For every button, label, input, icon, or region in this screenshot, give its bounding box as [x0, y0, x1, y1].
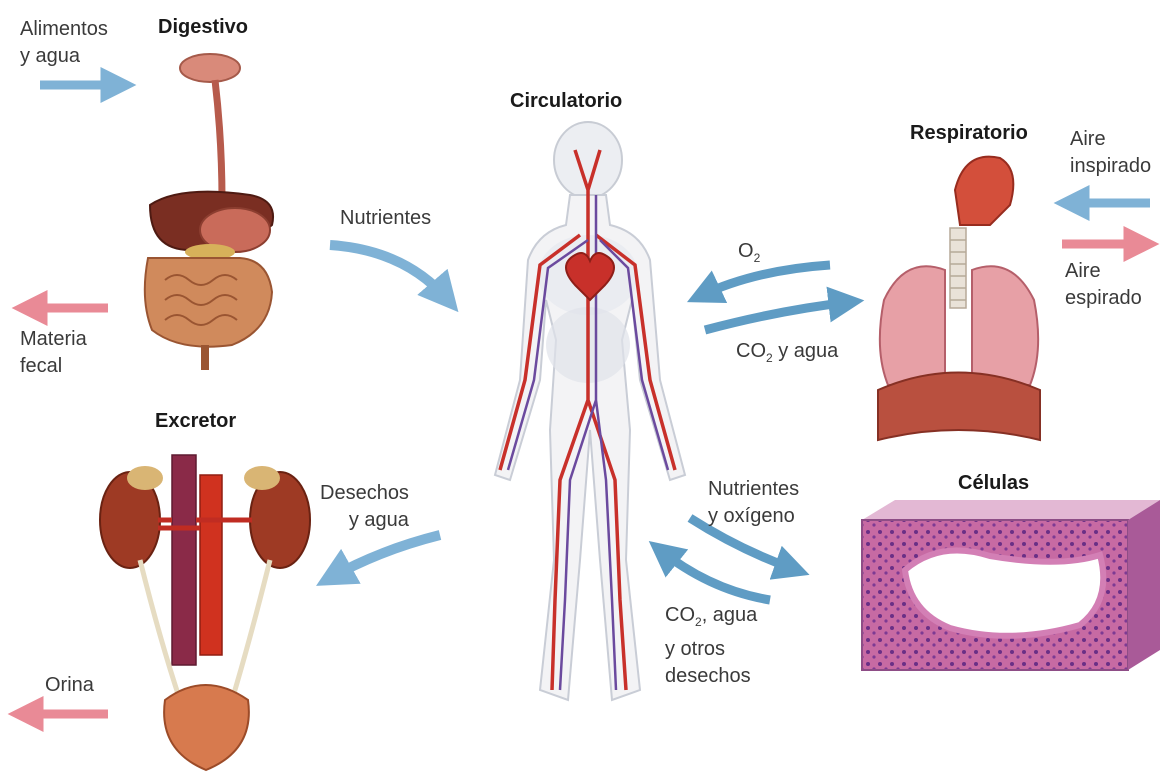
mouth-shape — [180, 54, 240, 82]
cell-waste-sub: 2 — [695, 615, 702, 629]
food-label: Alimentos y agua — [20, 16, 108, 70]
feces-label: Materia fecal — [20, 326, 87, 380]
excretory-system-illustration — [100, 455, 310, 770]
cells-illustration — [862, 500, 1160, 670]
food-label-line1: Alimentos — [20, 16, 108, 43]
air-out-line2: espirado — [1065, 285, 1142, 312]
respiratorio-title: Respiratorio — [910, 122, 1028, 145]
celulas-title: Células — [958, 472, 1029, 495]
esophagus-shape — [215, 80, 222, 200]
nasal-cavity-shape — [955, 157, 1013, 225]
tissue-top-face — [862, 500, 1160, 520]
cell-waste-rest: , agua — [702, 604, 758, 626]
o2-label-main: O — [738, 240, 754, 262]
air-in-label: Aire inspirado — [1070, 126, 1151, 180]
circulatorio-title: Circulatorio — [510, 90, 622, 113]
aorta-shape — [200, 475, 222, 655]
air-in-line1: Aire — [1070, 126, 1151, 153]
vena-cava-shape — [172, 455, 196, 665]
o2-label-sub: 2 — [754, 251, 761, 265]
co2-water-label: CO2 y agua — [736, 338, 838, 372]
o2-label: O2 — [738, 238, 760, 272]
right-lung-shape — [972, 266, 1038, 385]
co2-label-main: CO — [736, 340, 766, 362]
waste-label: Desechos y agua — [320, 480, 409, 534]
digestivo-title: Digestivo — [158, 16, 248, 39]
o2-arrow — [700, 265, 830, 296]
waste-label-line1: Desechos — [320, 480, 409, 507]
feces-label-line2: fecal — [20, 353, 87, 380]
feces-label-line1: Materia — [20, 326, 87, 353]
cell-waste-line1: CO2, agua — [665, 602, 757, 636]
waste-label-line2: y agua — [320, 507, 409, 534]
cell-nutrients-label: Nutrientes y oxígeno — [708, 476, 799, 530]
cell-waste-line3: desechos — [665, 663, 757, 690]
nutrients-arrow — [330, 245, 448, 300]
circulatory-system-illustration — [495, 122, 685, 700]
tissue-side-face — [1128, 500, 1160, 670]
digestive-system-illustration — [145, 54, 273, 370]
excretor-title: Excretor — [155, 410, 236, 433]
tissue-lumen — [905, 550, 1103, 635]
co2-water-arrow — [705, 302, 850, 330]
cell-nutrients-line2: y oxígeno — [708, 503, 799, 530]
air-out-line1: Aire — [1065, 258, 1142, 285]
cell-waste-main: CO — [665, 604, 695, 626]
urine-label: Orina — [45, 672, 94, 699]
left-adrenal-shape — [127, 466, 163, 490]
right-adrenal-shape — [244, 466, 280, 490]
bladder-shape — [164, 685, 249, 770]
co2-label-sub: 2 — [766, 351, 773, 365]
cell-waste-line2: y otros — [665, 636, 757, 663]
nutrients-label: Nutrientes — [340, 205, 431, 232]
left-lung-shape — [880, 266, 945, 385]
respiratory-system-illustration — [878, 157, 1040, 440]
waste-arrow — [330, 535, 440, 578]
cell-nutrients-line1: Nutrientes — [708, 476, 799, 503]
cell-waste-label: CO2, agua y otros desechos — [665, 602, 757, 690]
food-label-line2: y agua — [20, 43, 108, 70]
co2-label-rest: y agua — [773, 340, 839, 362]
air-out-label: Aire espirado — [1065, 258, 1142, 312]
diaphragm-shape — [878, 373, 1040, 441]
air-in-line2: inspirado — [1070, 153, 1151, 180]
